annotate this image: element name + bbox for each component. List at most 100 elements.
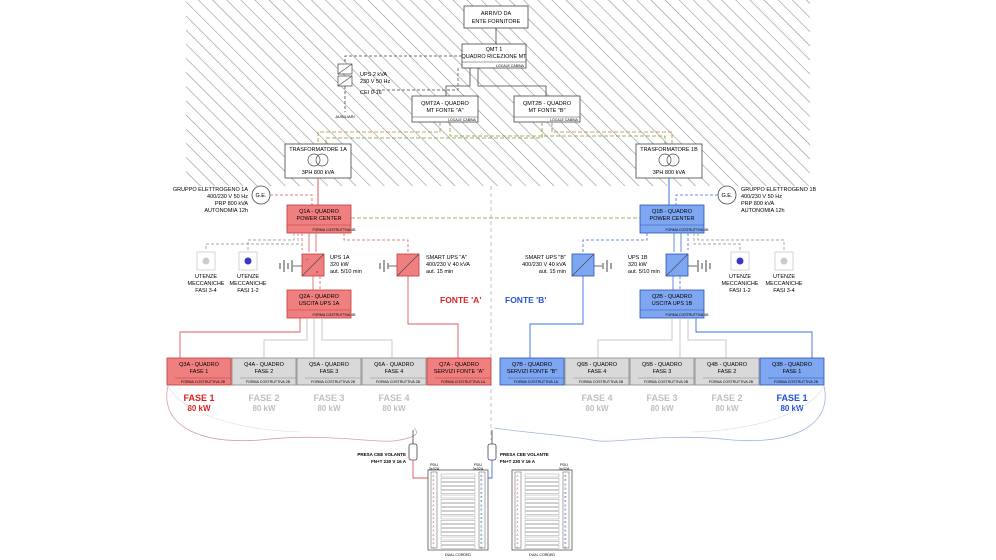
presa-a-line-2: FN+T 230 V 16 A [371,459,407,464]
svg-text:B: B [481,508,483,512]
q2b-tag: FORMA COSTRUTTIVA 4B [666,313,710,317]
qmt2a-panel: QMT2A - QUADRO MT FONTE "A" LOCALE CABIN… [411,95,479,123]
phase-b-power-4: 80 kW [780,404,804,413]
svg-text:A: A [433,524,435,528]
mech-a-12-line-1: UTENZE [237,274,259,280]
svg-text:B: B [565,499,567,503]
qmt2a-tag: LOCALE CABINA [448,118,476,122]
svg-text:A: A [433,487,435,491]
rack-right-label: DUAL CORDED [529,553,555,557]
svg-text:B: B [565,474,567,478]
q1b-line-2: POWER CENTER [650,216,695,222]
svg-text:A: A [433,529,435,533]
qmt2b-line-2: MT FONTE "B" [528,108,565,114]
mech-a-34-line-1: UTENZE [195,274,217,280]
svg-text:B: B [481,491,483,495]
transformer-1b: TRASFORMATORE 1B 3PH 800 kVA [635,143,703,179]
svg-text:B: B [481,524,483,528]
q2b-ups-output: Q2B - QUADRO USCITA UPS 1B FORMA COSTRUT… [639,289,710,319]
svg-text:B: B [481,537,483,541]
battery-b-icon [688,260,711,272]
phase-a-power-1: 80 kW [187,404,211,413]
battery-a-icon [279,260,302,272]
svg-text:B: B [565,495,567,499]
transformer-1b-rating: 3PH 800 kVA [653,170,686,176]
svg-text:A: A [517,520,519,524]
presa-a-line-1: PRESA CEE VOLANTE [357,452,406,457]
genset-1b: G.E. GRUPPO ELETTROGENO 1B 400/230 V 50 … [717,185,817,214]
genset-1b-line-2: 400/230 V 50 Hz [741,194,782,200]
genset-1a-line-4: AUTONOMIA 12h [204,208,248,214]
mech-b-34-line-1: UTENZE [773,274,795,280]
q1a-power-center: Q1A - QUADRO POWER CENTER FORMA COSTRUTT… [286,204,356,234]
mech-b-12-line-1: UTENZE [729,274,751,280]
smart-ups-b-line-2: 400/230 V 40 kVA [522,262,566,268]
ups-1b-line-2: 320 kW [628,262,647,268]
panel-subtitle: SERVIZI FONTE "B" [507,369,558,375]
svg-text:A: A [517,503,519,507]
smart-ups-a-line-2: 400/230 V 40 kVA [426,262,470,268]
svg-text:B: B [481,533,483,537]
genset-1b-line-3: PRP 800 kVA [741,201,774,207]
qmt1-line-2: QUADRO RICEZIONE MT [461,54,527,60]
svg-text:B: B [565,503,567,507]
genset-1a-line-3: PRP 800 kVA [215,201,248,207]
panel-tag: FORMA COSTRUTTIVA 1A [441,380,486,384]
ups-small-line-1: UPS 2 kVA [360,72,387,78]
pdu-right-line-2: 3x32A [559,467,570,471]
svg-text:B: B [481,478,483,482]
qmt1-panel: QMT 1 QUADRO RICEZIONE MT LOCALE CABINA [461,43,527,69]
presa-b-line-1: PRESA CEE VOLANTE [500,452,549,457]
svg-text:A: A [517,478,519,482]
panel-subtitle: FASE 3 [320,369,339,375]
svg-text:A: A [433,537,435,541]
panel-subtitle: FASE 2 [255,369,274,375]
cei-label: CEI 0-16 [360,90,382,96]
panel-tag: FORMA COSTRUTTIVA 2B [311,380,356,384]
transformer-1a-title: TRASFORMATORE 1A [289,147,347,153]
svg-text:B: B [565,520,567,524]
svg-text:A: A [517,482,519,486]
qmt1-line-1: QMT 1 [486,47,503,53]
svg-text:A: A [433,508,435,512]
svg-text:A: A [517,495,519,499]
transformer-1a: TRASFORMATORE 1A 3PH 800 kVA [284,143,352,179]
svg-text:A: A [433,503,435,507]
panel-title: Q5B - QUADRO [642,362,683,368]
mech-b-12-line-3: FASI 1-2 [729,288,750,294]
svg-text:A: A [517,491,519,495]
arrival-line-1: ARRIVO DA [481,11,512,17]
ausiliari-label: AUSILIARI [335,114,354,119]
presa-b-line-2: FN+T 230 V 16 A [500,459,536,464]
mech-utilities-b-34: UTENZE MECCANICHE FASI 3-4 [766,251,803,294]
svg-text:A: A [433,482,435,486]
svg-text:A: A [433,495,435,499]
ups-1b-line-1: UPS 1B [628,255,648,261]
panel-title: Q3A - QUADRO [179,362,219,368]
ups-1a-line-3: aut. 5/10 min [330,269,362,275]
svg-text:A: A [517,537,519,541]
panel-title: Q7A - QUADRO [439,362,479,368]
smart-ups-a-line-3: aut. 15 min [426,269,453,275]
mech-a-34-line-3: FASI 3-4 [195,288,216,294]
panel-tag: FORMA COSTRUTTIVA 2B [246,380,291,384]
qmt2b-panel: QMT2B - QUADRO MT FONTE "B" LOCALE CABIN… [513,95,581,123]
plug-b-icon [487,430,497,461]
svg-text:A: A [433,533,435,537]
panel-tag: FORMA COSTRUTTIVA 2B [774,380,819,384]
q2a-ups-output: Q2A - QUADRO USCITA UPS 1A FORMA COSTRUT… [286,289,356,319]
svg-text:B: B [481,529,483,533]
pdu-left-line-1: PDU [430,463,438,467]
svg-text:A: A [433,491,435,495]
battery-b2-icon [594,260,612,272]
mech-b-12-line-2: MECCANICHE [722,281,759,287]
svg-text:B: B [481,503,483,507]
qmt2a-line-1: QMT2A - QUADRO [421,101,469,107]
panel-tag: FORMA COSTRUTTIVA 1A [514,380,559,384]
